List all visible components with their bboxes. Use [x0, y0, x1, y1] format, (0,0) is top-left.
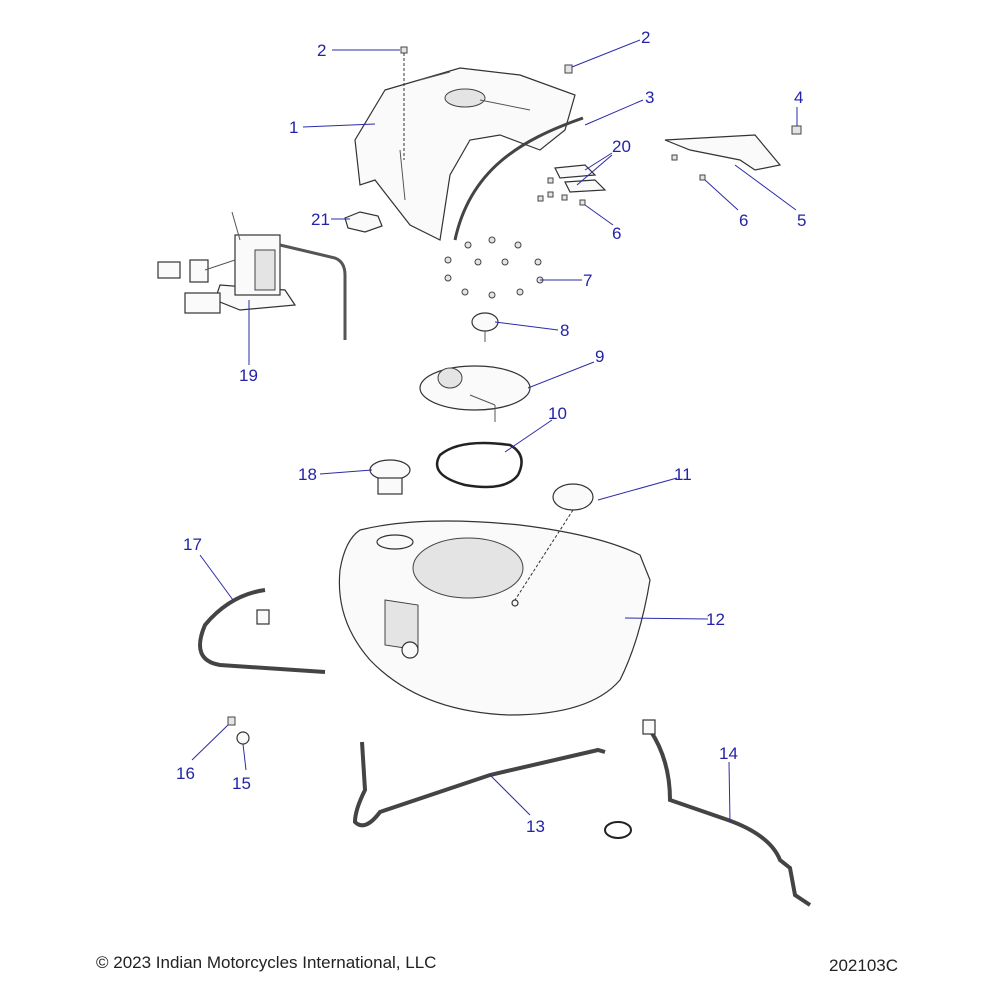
- part-trim-strip: [453, 116, 584, 241]
- callout-4: 4: [794, 88, 803, 107]
- callout-6a: 6: [612, 224, 621, 243]
- part-valve: [471, 312, 499, 342]
- leader-lines: [191, 39, 798, 823]
- part-fuel-pump: [157, 211, 347, 340]
- part-hose-clip: [604, 821, 632, 839]
- part-fasteners: [537, 154, 706, 206]
- copyright-text: © 2023 Indian Motorcycles International,…: [96, 953, 437, 972]
- callout-18: 18: [298, 465, 317, 484]
- callout-16: 16: [176, 764, 195, 783]
- callout-12: 12: [706, 610, 725, 629]
- part-clip: [564, 179, 607, 193]
- callout-3: 3: [645, 88, 654, 107]
- callout-7: 7: [583, 271, 592, 290]
- part-hose-17: [198, 588, 326, 674]
- callout-11: 11: [674, 465, 692, 484]
- part-pump-flange: [419, 365, 531, 422]
- part-fuel-line-14: [648, 728, 812, 907]
- callout-1: 1: [289, 118, 298, 137]
- callout-2a: 2: [317, 41, 326, 60]
- part-clip: [554, 164, 597, 179]
- part-fastener: [791, 125, 802, 135]
- callout-5: 5: [797, 211, 806, 230]
- callout-15: 15: [232, 774, 251, 793]
- part-fuel-tank: [338, 509, 651, 716]
- part-screw: [400, 46, 408, 54]
- part-console: [354, 67, 576, 241]
- part-screw-16: [227, 716, 236, 726]
- drawing-number: 202103C: [829, 956, 899, 975]
- part-fuel-line-13: [352, 741, 606, 828]
- part-nuts: [444, 236, 544, 299]
- callout-6b: 6: [739, 211, 748, 230]
- callout-17: 17: [183, 535, 202, 554]
- part-screw: [564, 64, 573, 74]
- part-fuel-gauge: [552, 483, 594, 511]
- callout-20: 20: [612, 137, 631, 156]
- callout-2b: 2: [641, 28, 650, 47]
- callout-labels: 2 2 3 4 1 20 21 6 6 5 7 8 9 10 19 18 11 …: [176, 28, 806, 836]
- callout-21: 21: [311, 210, 330, 229]
- part-bracket: [664, 134, 782, 171]
- callout-13: 13: [526, 817, 545, 836]
- callout-10: 10: [548, 404, 567, 423]
- part-gasket-ring: [435, 441, 523, 489]
- part-fuel-cap: [369, 459, 411, 495]
- callout-19: 19: [239, 366, 258, 385]
- callout-14: 14: [719, 744, 738, 763]
- part-gasket: [344, 211, 383, 233]
- callout-8: 8: [560, 321, 569, 340]
- part-clamp-15: [236, 731, 250, 745]
- callout-9: 9: [595, 347, 604, 366]
